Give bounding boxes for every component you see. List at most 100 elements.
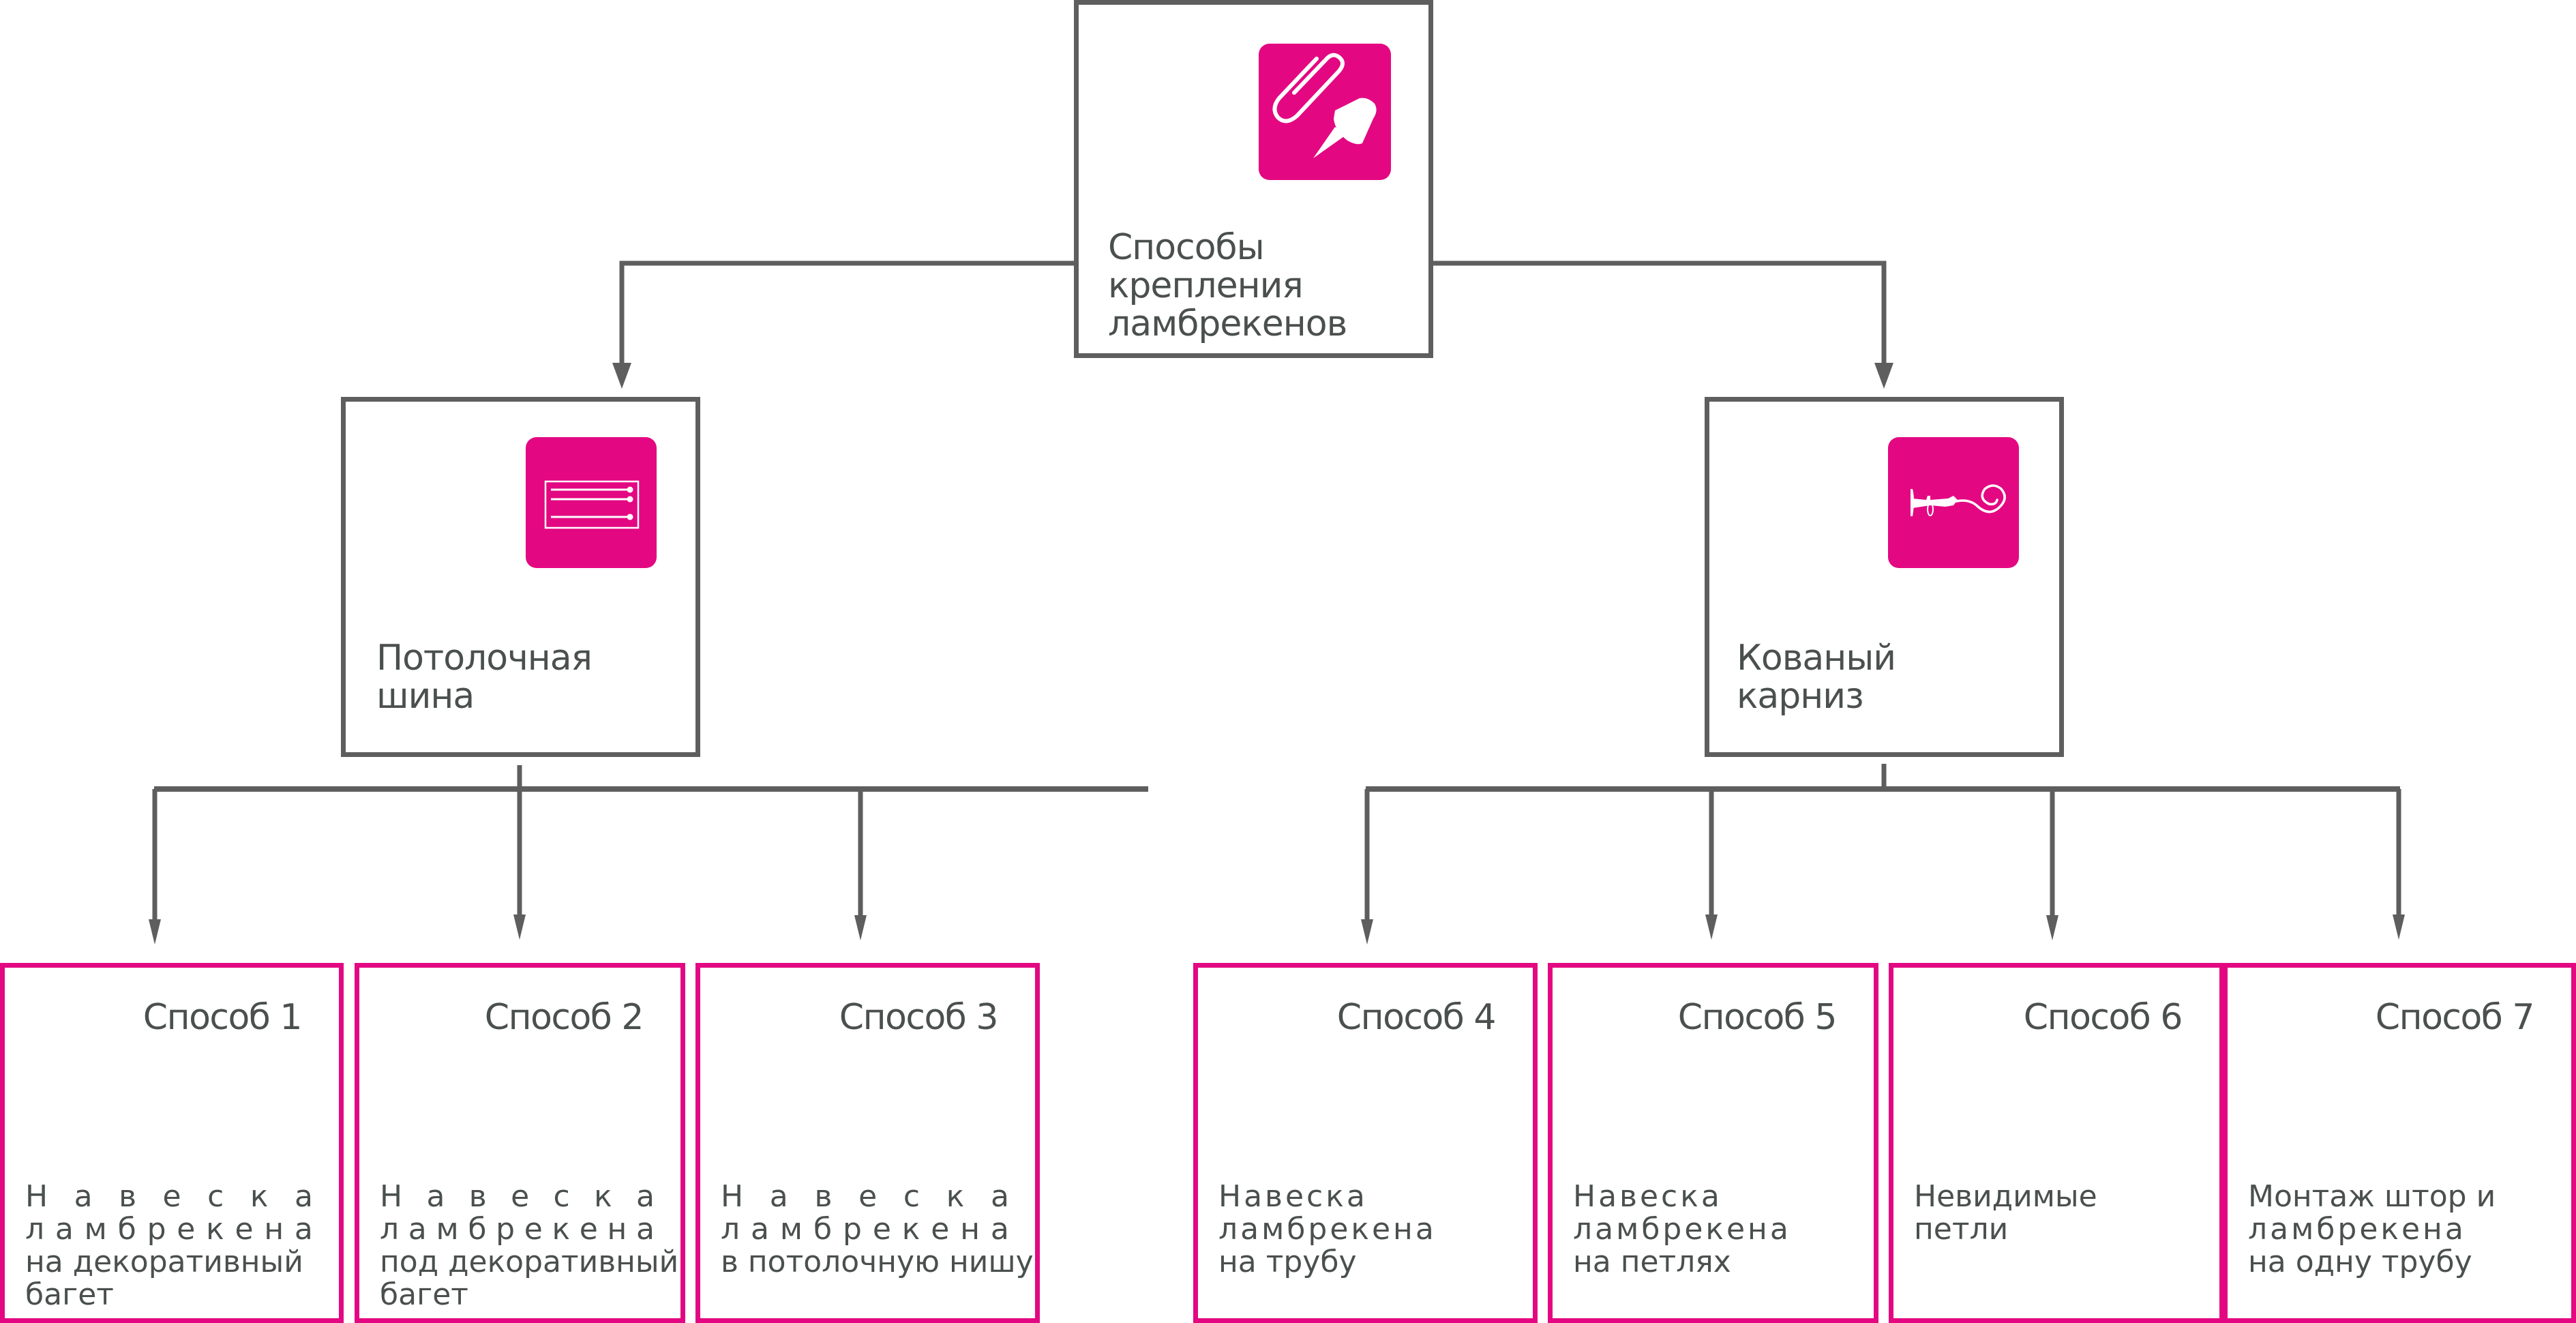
letter: Н [721, 1179, 744, 1214]
letter: е [235, 1212, 254, 1247]
category-forged-cornice-title: Кованый карниз [1737, 639, 1896, 715]
letter: б [468, 1212, 487, 1247]
letter: с [903, 1179, 920, 1214]
root-title-line-2: крепления [1108, 265, 1304, 306]
letter: с [553, 1179, 570, 1214]
letter: Н [380, 1179, 403, 1214]
letter: а [426, 1179, 445, 1214]
letter: р [496, 1212, 515, 1247]
method-description-line: Навеска [1218, 1179, 1368, 1214]
letter: м [436, 1212, 459, 1247]
letter: в [468, 1179, 487, 1214]
category-ceiling-rail[interactable]: Потолочная шина [341, 397, 700, 757]
method-description-line: ламбрекена [2248, 1212, 2466, 1247]
method-title: Способ 2 [484, 997, 644, 1038]
letter: е [579, 1212, 598, 1247]
method-description-line: багет [380, 1277, 468, 1312]
letter: а [990, 1179, 1009, 1214]
forged-cornice-icon [1888, 437, 2019, 568]
letter: б [117, 1212, 136, 1247]
method-description-line: Навеска [1573, 1179, 1722, 1214]
letter: н [607, 1212, 627, 1247]
letter: к [594, 1179, 612, 1214]
arrowhead-method-6 [2046, 915, 2058, 940]
method-description-line: багет [25, 1277, 114, 1312]
method-description-line: на трубу [1218, 1245, 1357, 1279]
letter: м [779, 1212, 803, 1247]
letter: е [858, 1179, 878, 1214]
method-description-line: на петлях [1573, 1245, 1731, 1279]
method-description-line: ламбрекена [1573, 1212, 1791, 1247]
letter: н [264, 1212, 284, 1247]
root-title-line-1: Способы [1108, 227, 1265, 268]
edge-root-to-forged-cornice [1433, 261, 1887, 363]
letter: р [843, 1212, 862, 1247]
method-description-line: под декоративный [380, 1245, 679, 1279]
letter: н [960, 1212, 980, 1247]
arrowhead-method-1 [149, 919, 161, 945]
letter: е [872, 1212, 891, 1247]
category-title-line-2: шина [376, 676, 475, 717]
letter: в [814, 1179, 833, 1214]
arrowhead-method-2 [513, 915, 526, 940]
edge-root-to-ceiling-rail [619, 261, 1075, 363]
letter: а [990, 1212, 1009, 1247]
category-title-line-2: карниз [1737, 676, 1864, 717]
letter: л [721, 1212, 740, 1247]
arrowhead-forged-cornice [1874, 363, 1893, 389]
category-title-line-1: Потолочная [376, 638, 593, 679]
category-title-line-1: Кованый [1737, 638, 1896, 679]
letter: а [294, 1179, 313, 1214]
letter: е [524, 1212, 543, 1247]
root-title-line-3: ламбрекенов [1108, 303, 1347, 344]
letter: е [162, 1179, 181, 1214]
category-forged-cornice[interactable]: Кованый карниз [1705, 397, 2064, 757]
root-node[interactable]: Способы крепления ламбрекенов [1074, 0, 1433, 358]
method-description-line: ламбрекена [1218, 1212, 1437, 1247]
letter: в [119, 1179, 137, 1214]
arrowhead-ceiling-rail [612, 363, 631, 389]
paperclip-pushpin-icon [1259, 44, 1391, 180]
method-title: Способ 1 [143, 997, 303, 1038]
letter: а [636, 1179, 655, 1214]
letter: к [946, 1179, 965, 1214]
arrowhead-method-3 [854, 915, 867, 940]
arrowhead-method-7 [2393, 915, 2405, 940]
letter: а [74, 1179, 93, 1214]
ceiling-rail-icon [526, 437, 657, 568]
method-description-line: петли [1914, 1212, 2009, 1247]
letter: е [511, 1179, 530, 1214]
letter: е [177, 1212, 196, 1247]
letter: к [206, 1212, 224, 1247]
letter: м [84, 1212, 107, 1247]
letter: а [294, 1212, 313, 1247]
method-title: Способ 3 [839, 997, 999, 1038]
method-description-line: на декоративный [25, 1245, 303, 1279]
letter: с [207, 1179, 224, 1214]
method-title: Способ 7 [2375, 997, 2535, 1038]
method-title: Способ 6 [2023, 997, 2183, 1038]
method-description-line: на одну трубу [2248, 1245, 2472, 1279]
letter: а [751, 1212, 769, 1247]
letter: к [250, 1179, 269, 1214]
letter: а [769, 1179, 788, 1214]
